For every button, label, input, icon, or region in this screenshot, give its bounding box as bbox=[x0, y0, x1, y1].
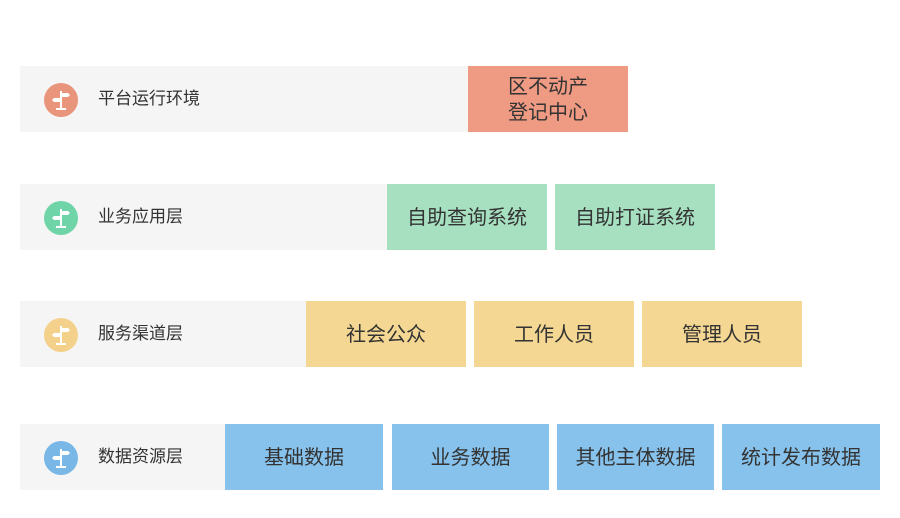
box-public: 社会公众 bbox=[306, 301, 466, 367]
layer-label: 服务渠道层 bbox=[98, 324, 183, 344]
box-self-query-system: 自助查询系统 bbox=[387, 184, 547, 250]
box-managers: 管理人员 bbox=[642, 301, 802, 367]
layer-data-resource: 数据资源层 bbox=[20, 424, 225, 490]
layer-business-app: 业务应用层 bbox=[20, 184, 387, 250]
signpost-icon bbox=[44, 318, 78, 352]
layer-service-channel: 服务渠道层 bbox=[20, 301, 306, 367]
signpost-icon bbox=[44, 201, 78, 235]
signpost-icon bbox=[44, 441, 78, 475]
box-real-estate-center: 区不动产 登记中心 bbox=[468, 66, 628, 132]
box-staff: 工作人员 bbox=[474, 301, 634, 367]
box-self-print-system: 自助打证系统 bbox=[555, 184, 715, 250]
layer-label: 数据资源层 bbox=[98, 447, 183, 467]
layer-platform: 平台运行环境 bbox=[20, 66, 468, 132]
box-business-data: 业务数据 bbox=[392, 424, 549, 490]
layer-label: 平台运行环境 bbox=[98, 89, 200, 109]
box-basic-data: 基础数据 bbox=[225, 424, 383, 490]
signpost-icon bbox=[44, 83, 78, 117]
layer-label: 业务应用层 bbox=[98, 207, 183, 227]
box-statistics-data: 统计发布数据 bbox=[722, 424, 880, 490]
box-other-entity-data: 其他主体数据 bbox=[557, 424, 714, 490]
